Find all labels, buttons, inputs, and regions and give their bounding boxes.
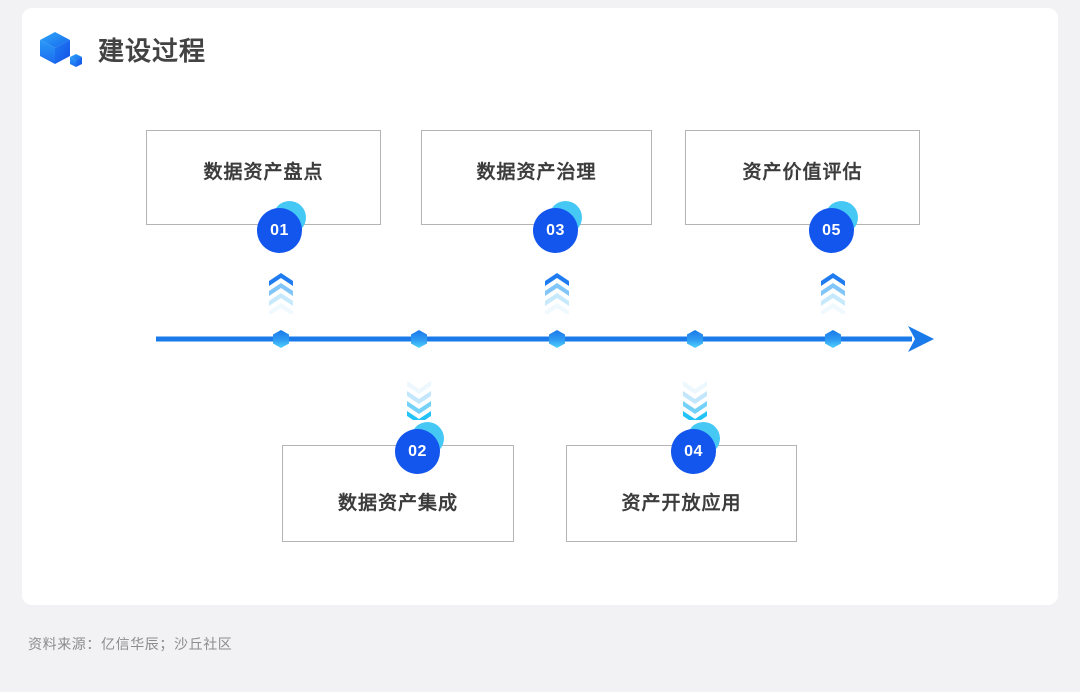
stage-label-02: 数据资产集成 <box>337 493 458 514</box>
slide-card: 建设过程 <box>22 8 1058 605</box>
process-timeline-diagram: 数据资产盘点 01 数据资产集成 02 <box>22 8 1058 605</box>
stage-badge-01[interactable]: 01 <box>257 201 306 253</box>
stage-badge-05[interactable]: 05 <box>809 201 858 253</box>
source-note: 资料来源：亿信华辰；沙丘社区 <box>28 636 233 652</box>
stage-label-01: 数据资产盘点 <box>203 162 324 183</box>
chevrons-up-icon-01 <box>268 272 294 314</box>
slide-header: 建设过程 <box>38 30 206 72</box>
stage-label-05: 资产价值评估 <box>742 162 863 183</box>
badge-disc-icon <box>395 429 440 474</box>
stage-box-01[interactable]: 数据资产盘点 <box>146 130 381 225</box>
stage-number-02: 02 <box>408 442 427 460</box>
badge-disc-icon <box>671 429 716 474</box>
stage-number-05: 05 <box>822 221 841 239</box>
chevrons-up-icon-03 <box>544 272 570 314</box>
stage-number-01: 01 <box>270 221 289 239</box>
stage-badge-02[interactable]: 02 <box>395 422 444 474</box>
timeline-marker-group <box>273 330 841 348</box>
stage-label-04: 资产开放应用 <box>621 493 742 514</box>
stage-number-03: 03 <box>546 221 565 239</box>
cube-logo-icon <box>38 30 84 72</box>
badge-disc-icon <box>809 208 854 253</box>
badge-disc-icon <box>533 208 578 253</box>
stage-label-03: 数据资产治理 <box>476 162 597 183</box>
chevrons-down-icon-04 <box>682 378 708 420</box>
stage-box-03[interactable]: 数据资产治理 <box>421 130 652 225</box>
stage-number-04: 04 <box>684 442 703 460</box>
chevrons-down-icon-02 <box>406 378 432 420</box>
stage-box-05[interactable]: 资产价值评估 <box>685 130 920 225</box>
chevrons-up-icon-05 <box>820 272 846 314</box>
stage-badge-03[interactable]: 03 <box>533 201 582 253</box>
badge-disc-icon <box>257 208 302 253</box>
stage-badge-04[interactable]: 04 <box>671 422 720 474</box>
page-title: 建设过程 <box>98 36 207 66</box>
timeline-axis <box>156 326 934 352</box>
